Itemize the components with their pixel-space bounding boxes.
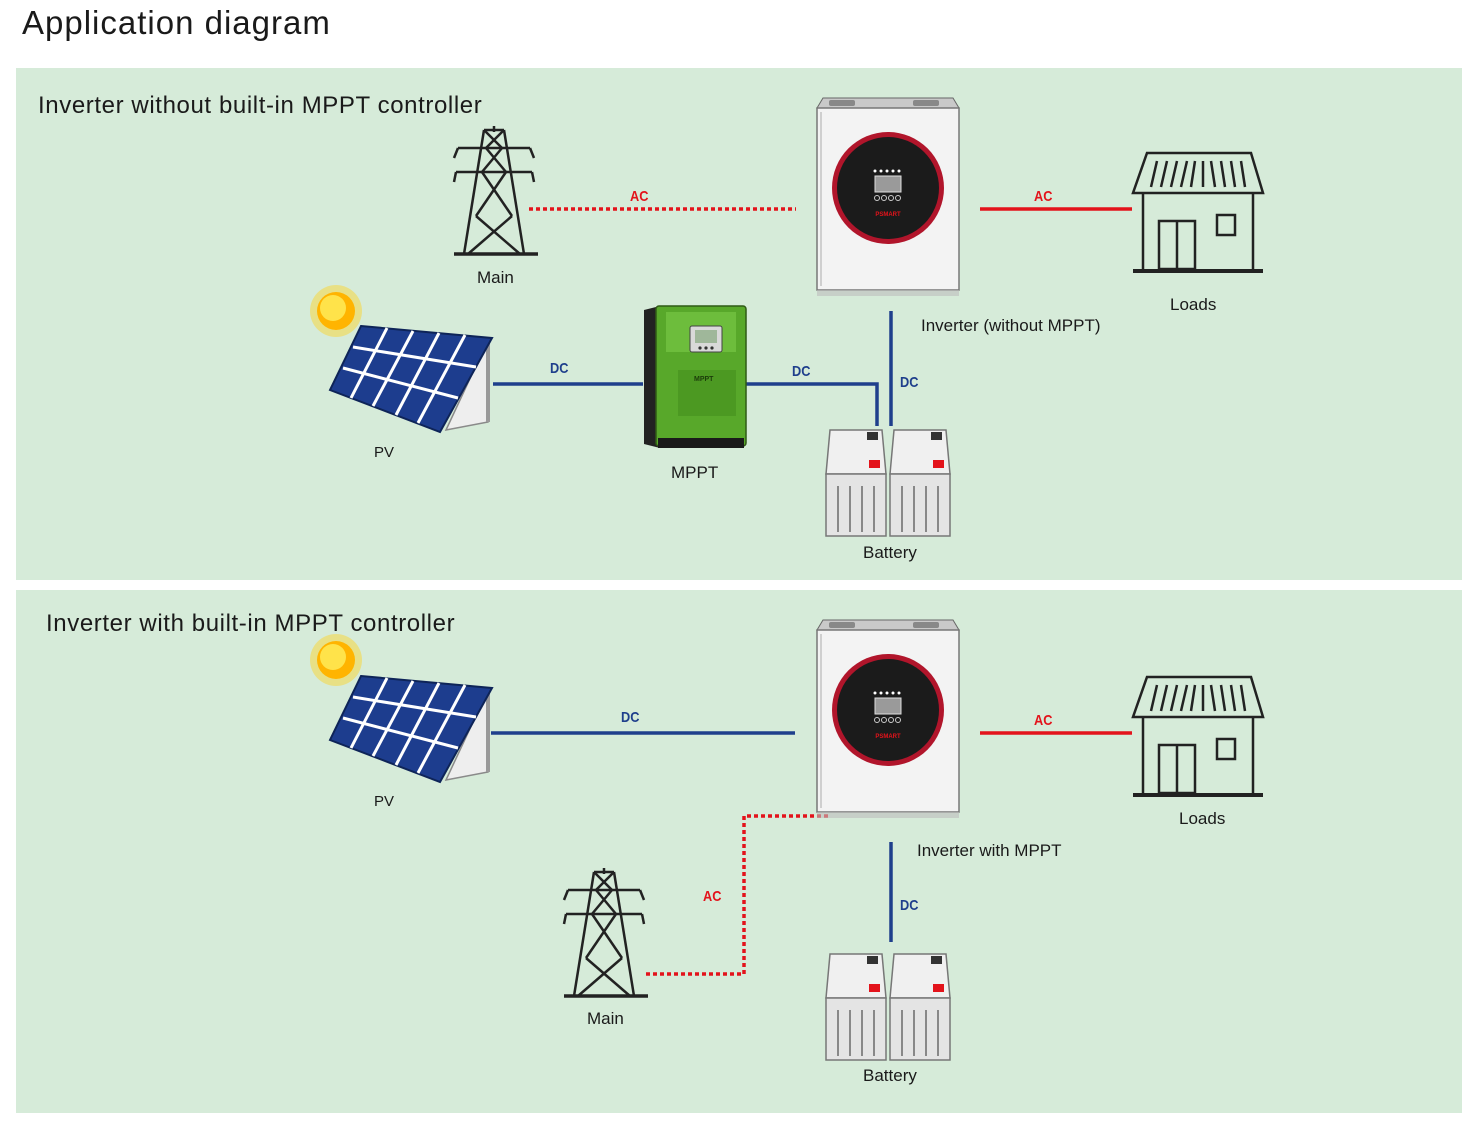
battery-label: Battery	[863, 543, 917, 562]
transmission-tower-icon	[562, 868, 648, 998]
panel-title: Inverter without built-in MPPT controlle…	[38, 92, 483, 119]
dc-label-mppt-battery: DC	[792, 363, 811, 380]
inverter-brand-mark: PSMART	[875, 734, 901, 740]
main-label: Main	[477, 268, 514, 287]
ac-label-main-inverter: AC	[630, 188, 649, 205]
solar-panel-icon	[328, 674, 494, 784]
ac-label-main-inverter: AC	[703, 888, 722, 905]
ac-label-inverter-loads: AC	[1034, 712, 1053, 729]
battery-icon	[825, 953, 951, 1061]
battery-label: Battery	[863, 1066, 917, 1085]
panel-title: Inverter with built-in MPPT controller	[46, 610, 456, 637]
dc-label-pv-inverter: DC	[621, 709, 640, 726]
page-title: Application diagram	[22, 4, 331, 41]
ac-line-main-inverter	[646, 814, 831, 976]
pv-label: PV	[374, 444, 395, 461]
dc-line-mppt-battery	[746, 382, 879, 426]
dc-label-inverter-battery: DC	[900, 374, 919, 391]
inverter-icon: PSMART	[816, 97, 960, 296]
inverter-label: Inverter (without MPPT)	[921, 316, 1101, 335]
pv-label: PV	[374, 793, 395, 810]
ac-label-inverter-loads: AC	[1034, 188, 1053, 205]
transmission-tower-icon	[452, 126, 538, 256]
house-icon	[1131, 151, 1265, 273]
loads-label: Loads	[1170, 295, 1217, 314]
panel-without-mppt: Inverter without built-in MPPT controlle…	[16, 68, 1462, 580]
dc-label-inverter-battery: DC	[900, 897, 919, 914]
inverter-icon: PSMART	[816, 619, 960, 818]
mppt-device-mark: MPPT	[694, 376, 714, 383]
panel-with-mppt: Inverter with built-in MPPT controller	[16, 590, 1462, 1113]
house-icon	[1131, 675, 1265, 797]
main-label: Main	[587, 1009, 624, 1028]
dc-label-pv-mppt: DC	[550, 360, 569, 377]
inverter-brand-mark: PSMART	[875, 212, 901, 218]
mppt-label: MPPT	[671, 463, 719, 482]
sun-icon	[310, 285, 362, 337]
diagram-without-mppt: PSMART	[310, 97, 1265, 537]
mppt-controller-icon: MPPT	[644, 305, 747, 448]
loads-label: Loads	[1179, 809, 1226, 828]
sun-icon	[310, 634, 362, 686]
diagram-with-mppt: PSMART	[310, 619, 1265, 1061]
battery-icon	[825, 429, 951, 537]
inverter-label: Inverter with MPPT	[917, 841, 1062, 860]
solar-panel-icon	[328, 324, 494, 434]
